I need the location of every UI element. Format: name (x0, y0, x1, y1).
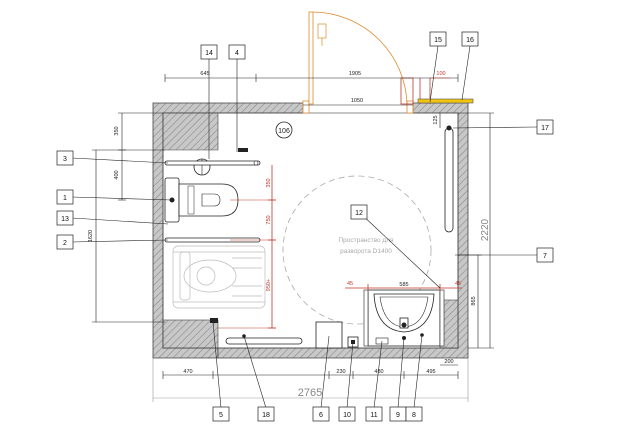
svg-text:18: 18 (262, 412, 270, 419)
dim-bottom-470: 470 (183, 369, 192, 375)
sink (363, 289, 445, 347)
dim-wc-350: 350 (266, 178, 272, 187)
dim-sink-585: 585 (399, 282, 408, 288)
wheelchair-icon (172, 245, 266, 309)
callout-16: 16 (461, 31, 479, 47)
wall-pier-bottom-left (162, 319, 219, 349)
dim-left-1620: 1620 (88, 230, 94, 242)
dim-sink-45-right: 45 (455, 281, 461, 287)
callout-17: 17 (536, 119, 554, 135)
dim-top-1905: 1905 (349, 71, 361, 77)
walls (152, 102, 469, 359)
leader-lines (71, 45, 538, 409)
svg-text:14: 14 (205, 50, 213, 57)
dim-left-350: 350 (114, 126, 120, 135)
dim-bottom-230: 230 (336, 369, 345, 375)
svg-text:11: 11 (370, 412, 377, 419)
callout-8: 8 (405, 406, 423, 422)
callout-2: 2 (56, 234, 74, 250)
dim-top-1050: 1050 (351, 98, 363, 104)
dim-bottom-480: 480 (374, 369, 383, 375)
svg-text:4: 4 (235, 50, 239, 57)
svg-text:13: 13 (61, 216, 69, 223)
dim-sink-45-left: 45 (347, 281, 353, 287)
turning-label-2: разворота D1400 (340, 248, 392, 255)
callout-7: 7 (536, 247, 554, 263)
turning-label-1: Пространство для (338, 237, 394, 244)
wall-marker-5 (210, 318, 218, 323)
dimension-lines (92, 74, 494, 402)
callout-11: 11 (365, 406, 383, 422)
dim-wc-750: 750 (266, 215, 272, 224)
grab-bar-wall (164, 160, 261, 166)
door-handle (317, 23, 327, 39)
dim-bottom-495: 495 (426, 369, 435, 375)
callout-10: 10 (338, 406, 356, 422)
callouts: 14 4 15 16 3 1 13 2 12 17 7 5 18 6 10 11… (56, 31, 554, 422)
dim-right-865: 865 (471, 296, 477, 305)
svg-text:3: 3 (63, 156, 67, 163)
dim-wc-950: 950+ (266, 279, 272, 291)
dim-overall-height: 2220 (480, 218, 491, 241)
svg-text:9: 9 (396, 412, 400, 419)
callout-12: 12 (350, 204, 368, 220)
dim-top-645: 645 (200, 71, 209, 77)
trash-bin (315, 321, 343, 349)
dim-overall-width: 2765 (298, 387, 322, 399)
svg-text:15: 15 (434, 37, 442, 44)
svg-text:8: 8 (412, 412, 416, 419)
room-number-circle (275, 121, 293, 139)
door-leaf (308, 11, 314, 105)
room-number: 106 (278, 128, 290, 135)
dim-right-200: 200 (444, 359, 453, 365)
callout-6: 6 (312, 406, 330, 422)
callout-5: 5 (212, 406, 230, 422)
dim-left-400: 400 (114, 170, 120, 179)
callout-4: 4 (228, 44, 246, 60)
svg-text:1: 1 (63, 195, 67, 202)
svg-text:7: 7 (543, 253, 547, 260)
callout-9: 9 (389, 406, 407, 422)
sink-basin (373, 293, 435, 333)
coat-hook-icon (238, 148, 248, 152)
svg-text:17: 17 (541, 125, 549, 132)
svg-text:6: 6 (319, 412, 323, 419)
dim-side-125: 125 (433, 115, 439, 124)
svg-text:12: 12 (355, 210, 363, 217)
door-jamb-right (406, 100, 414, 114)
door (302, 11, 474, 114)
door-swing-arc (312, 11, 408, 105)
svg-text:16: 16 (466, 37, 474, 44)
svg-text:5: 5 (219, 412, 223, 419)
tactile-strip (417, 98, 474, 104)
wc-area: 350 750 950+ (164, 148, 276, 329)
callout-3: 3 (56, 150, 74, 166)
callout-18: 18 (257, 406, 275, 422)
callout-13: 13 (56, 210, 74, 226)
svg-text:2: 2 (63, 240, 67, 247)
grab-bar-bottom (225, 337, 303, 345)
grab-bar-right-wall (444, 127, 454, 233)
door-jamb-left (302, 100, 310, 114)
wall-corner-top-left (162, 112, 219, 151)
dim-top-100: 100 (436, 71, 445, 77)
callout-1: 1 (56, 189, 74, 205)
turning-circle (282, 175, 432, 325)
svg-text:10: 10 (343, 412, 351, 419)
room-outline (162, 112, 459, 349)
callout-15: 15 (429, 31, 447, 47)
callout-14: 14 (200, 44, 218, 60)
